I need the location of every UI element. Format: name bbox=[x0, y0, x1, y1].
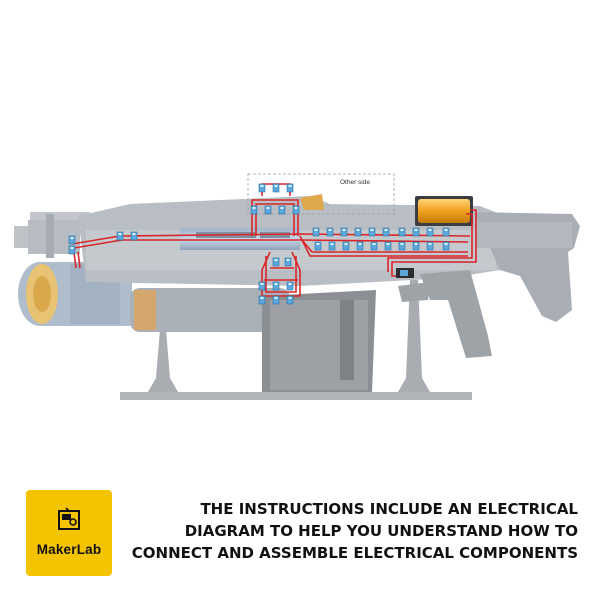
led-connector bbox=[278, 205, 286, 215]
led-connector bbox=[354, 227, 362, 237]
led-connector bbox=[312, 227, 320, 237]
display-stand bbox=[120, 280, 472, 400]
caption-line-1: THE INSTRUCTIONS INCLUDE AN ELECTRICAL bbox=[200, 500, 578, 518]
led-connector bbox=[286, 295, 294, 305]
led-connector bbox=[314, 241, 322, 251]
led-connector bbox=[272, 295, 280, 305]
led-connector bbox=[326, 227, 334, 237]
led-connector bbox=[130, 231, 138, 241]
led-connector bbox=[258, 183, 266, 193]
led-connector bbox=[356, 241, 364, 251]
led-connectors bbox=[68, 183, 450, 305]
led-connector bbox=[272, 257, 280, 267]
led-connector bbox=[412, 227, 420, 237]
battery-pack bbox=[415, 196, 473, 226]
led-connector bbox=[68, 235, 76, 245]
led-connector bbox=[116, 231, 124, 241]
led-connector bbox=[382, 227, 390, 237]
led-connector bbox=[398, 227, 406, 237]
led-connector bbox=[68, 245, 76, 255]
led-connector bbox=[258, 281, 266, 291]
led-connector bbox=[384, 241, 392, 251]
led-connector bbox=[442, 227, 450, 237]
makerlab-box-icon bbox=[58, 507, 80, 530]
led-connector bbox=[426, 227, 434, 237]
led-connector bbox=[426, 241, 434, 251]
makerlab-logo: MakerLab bbox=[26, 490, 112, 576]
caption-line-3: CONNECT AND ASSEMBLE ELECTRICAL COMPONEN… bbox=[131, 544, 578, 562]
led-connector bbox=[368, 227, 376, 237]
led-connector bbox=[342, 241, 350, 251]
rifle-silhouette bbox=[14, 194, 580, 392]
switch bbox=[396, 268, 414, 278]
other-side-region: Other side bbox=[247, 173, 395, 215]
brand-name: MakerLab bbox=[36, 542, 102, 557]
led-connector bbox=[286, 281, 294, 291]
led-connector bbox=[272, 281, 280, 291]
led-connector bbox=[370, 241, 378, 251]
other-side-label: Other side bbox=[340, 179, 370, 186]
led-connector bbox=[412, 241, 420, 251]
led-connector bbox=[250, 205, 258, 215]
led-connector bbox=[272, 183, 280, 193]
caption-line-2: DIAGRAM TO HELP YOU UNDERSTAND HOW TO bbox=[184, 522, 578, 540]
led-connector bbox=[292, 205, 300, 215]
led-connector bbox=[258, 295, 266, 305]
led-connector bbox=[284, 257, 292, 267]
led-connector bbox=[286, 183, 294, 193]
led-connector bbox=[264, 205, 272, 215]
caption: THE INSTRUCTIONS INCLUDE AN ELECTRICAL D… bbox=[120, 498, 578, 564]
led-connector bbox=[398, 241, 406, 251]
led-connector bbox=[328, 241, 336, 251]
led-connector bbox=[442, 241, 450, 251]
led-connector bbox=[340, 227, 348, 237]
